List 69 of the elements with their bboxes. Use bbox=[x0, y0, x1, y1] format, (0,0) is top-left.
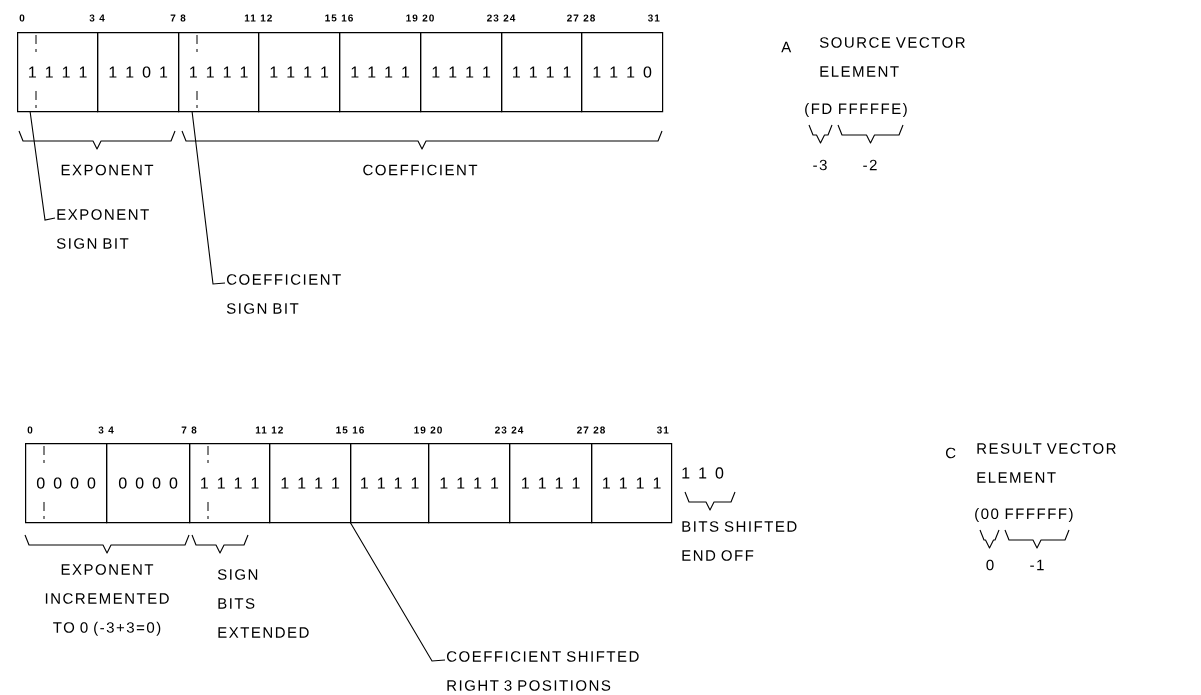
label-text: EXPONENT INCREMENTED TO 0 (-3+3=0) bbox=[45, 564, 169, 636]
bit-field-cell: 1 1 1 1 bbox=[509, 443, 593, 524]
bit-number: 16 bbox=[341, 14, 353, 22]
leader-line bbox=[349, 521, 446, 662]
bit-field-cell: 1 1 1 0 bbox=[581, 32, 664, 113]
bit-number: 24 bbox=[503, 14, 516, 22]
bit-field-cell: 1 1 1 1 bbox=[339, 32, 422, 113]
bit-number: 11 bbox=[255, 426, 267, 434]
bit-number: 8 bbox=[191, 426, 197, 434]
bit-number: 16 bbox=[352, 426, 364, 434]
bit-number: 19 bbox=[414, 426, 426, 434]
label-text: SOURCE VECTOR ELEMENT bbox=[819, 37, 965, 77]
bit-field-cell: 1 1 1 1 bbox=[350, 443, 430, 524]
label-text: (FD FFFFFE) bbox=[805, 103, 907, 117]
label-text: -1 bbox=[1030, 559, 1044, 571]
label-text: -2 bbox=[863, 159, 877, 171]
bit-number: 19 bbox=[406, 14, 418, 22]
bit-number: 23 bbox=[487, 14, 499, 22]
label-text: EXPONENT bbox=[61, 164, 154, 176]
label-text: (00 FFFFFF) bbox=[975, 508, 1073, 522]
label-text: -3 bbox=[813, 159, 827, 171]
bit-field-cell: 1 1 1 1 bbox=[17, 32, 99, 113]
bit-field-cell: 1 1 1 1 bbox=[501, 32, 583, 113]
bit-number: 7 bbox=[181, 426, 187, 434]
bit-field-cell: 0 0 0 0 bbox=[25, 443, 108, 524]
bit-field-cell: 1 1 1 1 bbox=[189, 443, 271, 524]
bit-number: 20 bbox=[422, 14, 434, 22]
bit-number: 27 bbox=[577, 426, 589, 434]
bit-number: 4 bbox=[108, 426, 114, 434]
bit-number: 28 bbox=[593, 426, 605, 434]
label-text: BITS SHIFTED END OFF bbox=[682, 521, 797, 561]
bit-field-cell: 1 1 0 1 bbox=[97, 32, 180, 113]
bit-field-cell: 0 0 0 0 bbox=[106, 443, 191, 524]
bit-field-cell: 1 1 1 1 bbox=[428, 443, 511, 524]
callout-text: COEFFICIENT SHIFTED RIGHT 3 POSITIONS bbox=[447, 651, 639, 691]
bit-field-cell: 1 1 1 1 bbox=[269, 443, 352, 524]
label-text: RESULT VECTOR ELEMENT bbox=[977, 443, 1116, 483]
bit-number: 7 bbox=[170, 14, 176, 22]
bit-number: 12 bbox=[271, 426, 283, 434]
bit-number: 24 bbox=[511, 426, 524, 434]
callout-text: EXPONENT SIGN BIT bbox=[56, 209, 149, 249]
label-text: COEFFICIENT bbox=[363, 164, 478, 176]
bit-number: 15 bbox=[336, 426, 348, 434]
label-text: C bbox=[946, 447, 956, 459]
label-text: 0 bbox=[986, 559, 994, 571]
bit-number: 23 bbox=[495, 426, 507, 434]
bit-number: 3 bbox=[89, 14, 95, 22]
bit-number: 31 bbox=[647, 14, 660, 22]
bit-number: 4 bbox=[99, 14, 105, 22]
bit-number: 20 bbox=[430, 426, 442, 434]
callout-text: COEFFICIENT SIGN BIT bbox=[226, 274, 341, 314]
leader-line bbox=[29, 110, 56, 221]
bit-number: 15 bbox=[325, 14, 337, 22]
bit-field-cell: 1 1 1 1 bbox=[420, 32, 503, 113]
bit-number: 28 bbox=[583, 14, 595, 22]
bit-number: 27 bbox=[567, 14, 579, 22]
label-text: SIGN BITS EXTENDED bbox=[217, 569, 309, 638]
bit-field-cell: 1 1 1 1 bbox=[178, 32, 260, 113]
bit-number: 12 bbox=[260, 14, 272, 22]
bit-number: 31 bbox=[656, 426, 669, 434]
bit-number: 8 bbox=[180, 14, 186, 22]
bit-number: 11 bbox=[244, 14, 256, 22]
bit-number: 0 bbox=[27, 426, 33, 434]
bit-number: 0 bbox=[19, 14, 25, 22]
leader-line bbox=[191, 110, 226, 285]
label-text: A bbox=[781, 41, 792, 53]
bit-field-cell: 1 1 1 1 bbox=[258, 32, 341, 113]
bit-field-cell: 1 1 1 1 bbox=[591, 443, 673, 524]
bit-number: 3 bbox=[98, 426, 104, 434]
